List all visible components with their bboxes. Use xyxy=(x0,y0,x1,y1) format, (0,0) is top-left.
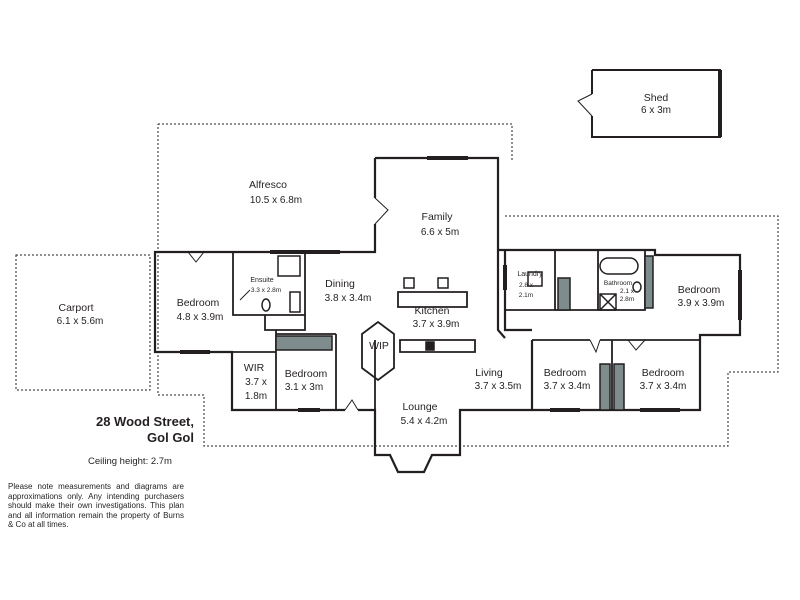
laundry-dim-1: 2.8 x xyxy=(519,282,534,289)
dining-dim: 3.8 x 3.4m xyxy=(325,293,372,304)
shed-dim: 6 x 3m xyxy=(641,105,671,116)
bedroom-4-dim: 3.7 x 3.4m xyxy=(640,381,687,392)
bedroom-2-dim: 3.1 x 3m xyxy=(285,382,323,393)
living-dim: 3.7 x 3.5m xyxy=(475,381,522,392)
wip-name: WIP xyxy=(369,340,389,352)
ceiling-height: Ceiling height: 2.7m xyxy=(88,456,172,467)
bedroom-4-name: Bedroom xyxy=(642,367,685,379)
bedroom-main-name: Bedroom xyxy=(177,297,220,309)
bedroom-main-dim: 4.8 x 3.9m xyxy=(177,312,224,323)
ensuite-dim: 3.3 x 2.8m xyxy=(251,287,281,294)
carport-outline xyxy=(15,254,151,391)
bathroom-dim-1: 2.1 x xyxy=(620,288,635,295)
laundry-dim-2: 2.1m xyxy=(519,292,533,299)
property-address: 28 Wood Street, Gol Gol xyxy=(96,414,194,446)
dining-name: Dining xyxy=(325,278,355,290)
bathroom-dim-2: 2.8m xyxy=(620,296,634,303)
doors xyxy=(187,197,646,411)
carport-dim: 6.1 x 5.6m xyxy=(57,316,104,327)
ensuite-name: Ensuite xyxy=(250,277,273,284)
wir-name: WIR xyxy=(244,362,265,374)
kitchen-name: Kitchen xyxy=(414,305,449,317)
bedroom-3-dim: 3.7 x 3.4m xyxy=(544,381,591,392)
living-name: Living xyxy=(475,367,503,379)
laundry-name: Laundry xyxy=(517,271,543,278)
bathroom-name: Bathroom xyxy=(604,280,632,287)
carport-name: Carport xyxy=(58,302,93,314)
bedroom-2-name: Bedroom xyxy=(285,368,328,380)
address-line-1: 28 Wood Street, xyxy=(95,414,194,429)
family-dim: 6.6 x 5m xyxy=(421,227,459,238)
room-labels: Shed 6 x 3m Alfresco 10.5 x 6.8m Family … xyxy=(57,92,725,427)
windows xyxy=(180,70,742,412)
family-name: Family xyxy=(422,211,454,223)
bedroom-3-name: Bedroom xyxy=(544,367,587,379)
bedroom-east-dim: 3.9 x 3.9m xyxy=(678,298,725,309)
wir-dim-2: 1.8m xyxy=(245,391,267,402)
fixtures xyxy=(261,255,654,411)
east-verandah-outline xyxy=(157,124,779,447)
alfresco-dim: 10.5 x 6.8m xyxy=(250,195,302,206)
lounge-name: Lounge xyxy=(402,401,437,413)
address-line-2: Gol Gol xyxy=(147,430,194,445)
bedroom-east-name: Bedroom xyxy=(678,284,721,296)
kitchen-dim: 3.7 x 3.9m xyxy=(413,319,460,330)
alfresco-name: Alfresco xyxy=(249,179,287,191)
alfresco-outline xyxy=(158,123,513,160)
shed-name: Shed xyxy=(644,92,669,104)
lounge-dim: 5.4 x 4.2m xyxy=(401,416,448,427)
disclaimer: Please note measurements and diagrams ar… xyxy=(8,482,184,530)
wir-dim-1: 3.7 x xyxy=(245,377,267,388)
